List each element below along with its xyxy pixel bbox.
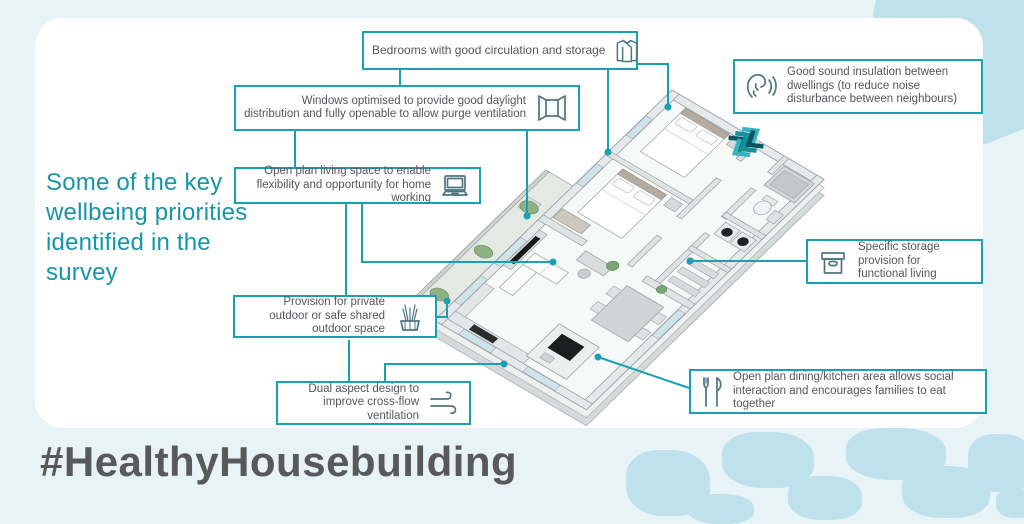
callout-bedrooms-label: Bedrooms with good circulation and stora…	[372, 42, 606, 57]
leader-lines-layer	[294, 63, 806, 390]
callout-storage: Specific storage provision for functiona…	[806, 239, 983, 284]
headline: Some of the key wellbeing priorities ide…	[46, 169, 248, 286]
callout-dual-aspect-label: Dual aspect design to improve cross-flow…	[308, 382, 419, 422]
sound-chevrons-icon	[728, 126, 764, 158]
decorative-pebble	[902, 466, 990, 518]
callout-dining-kitchen: Open plan dining/kitchen area allows soc…	[689, 369, 987, 414]
floor-plan	[406, 89, 825, 427]
open-window-icon	[534, 92, 570, 124]
wind-icon	[427, 388, 461, 418]
cutlery-icon	[699, 375, 725, 409]
plant-icon	[393, 300, 427, 334]
shirt-icon	[613, 36, 641, 66]
callout-sound-insulation: Good sound insulation between dwellings …	[733, 59, 983, 114]
callout-bedrooms: Bedrooms with good circulation and stora…	[362, 31, 638, 70]
callout-windows-label: Windows optimised to provide good daylig…	[244, 94, 526, 121]
ear-listening-icon	[743, 69, 779, 105]
hashtag: #HealthyHousebuilding	[40, 438, 518, 485]
callout-outdoor-space: Provision for private outdoor or safe sh…	[233, 295, 437, 338]
callout-windows: Windows optimised to provide good daylig…	[234, 85, 580, 131]
callout-sound-insulation-label: Good sound insulation between dwellings …	[787, 66, 958, 106]
callout-open-plan-living: Open plan living space to enable flexibi…	[234, 165, 481, 205]
callout-open-plan-living-label: Open plan living space to enable flexibi…	[256, 165, 431, 205]
callout-outdoor-space-label: Provision for private outdoor or safe sh…	[269, 296, 385, 336]
laptop-icon	[439, 172, 471, 200]
callout-dual-aspect: Dual aspect design to improve cross-flow…	[276, 381, 471, 425]
callout-dining-kitchen-label: Open plan dining/kitchen area allows soc…	[733, 371, 954, 411]
storage-box-icon	[816, 246, 850, 278]
callout-storage-label: Specific storage provision for functiona…	[858, 241, 940, 281]
